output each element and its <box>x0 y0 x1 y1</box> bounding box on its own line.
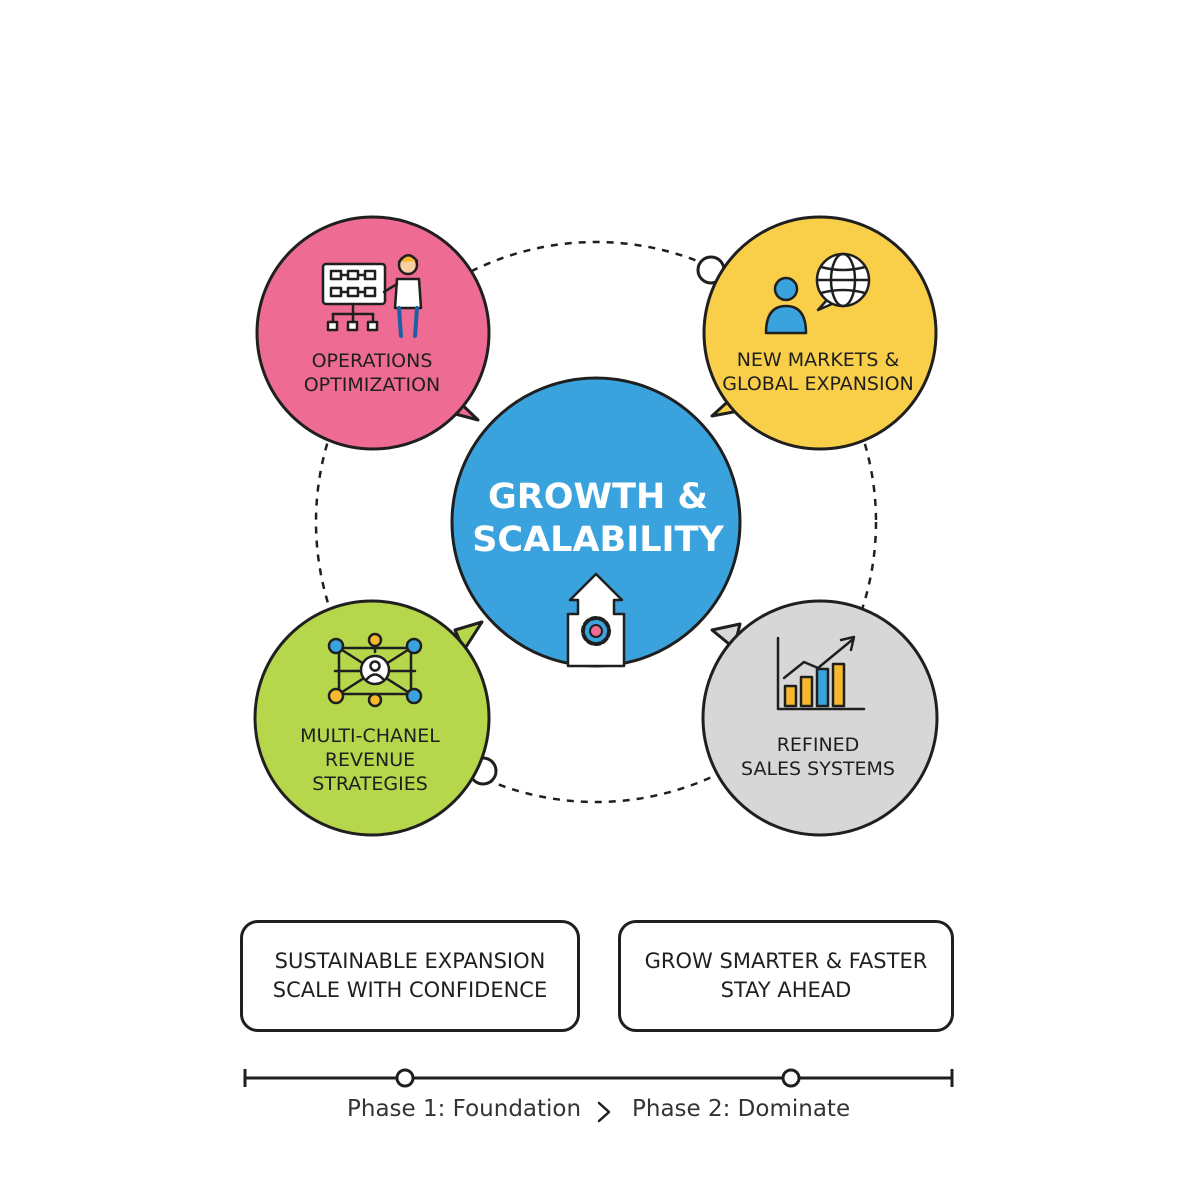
center-node: GROWTH & SCALABILITY <box>450 376 742 668</box>
node-operations: OPERATIONS OPTIMIZATION <box>255 215 491 451</box>
node-operations-line1: OPERATIONS <box>312 350 433 372</box>
box-sustainable-expansion: SUSTAINABLE EXPANSION SCALE WITH CONFIDE… <box>240 920 580 1032</box>
presenter-flowchart-icon <box>321 254 423 338</box>
box-grow-smarter: GROW SMARTER & FASTER STAY AHEAD <box>618 920 954 1032</box>
box-grow-line1: GROW SMARTER & FASTER <box>644 949 928 973</box>
node-operations-circle <box>255 215 491 451</box>
node-markets-circle <box>702 215 938 451</box>
bar-chart-growth-icon <box>776 635 866 711</box>
center-title-line2: SCALABILITY <box>472 520 724 560</box>
box-sustainable-line2: SCALE WITH CONFIDENCE <box>272 978 548 1002</box>
node-markets-line1: NEW MARKETS & <box>737 349 900 371</box>
box-sustainable-line1: SUSTAINABLE EXPANSION <box>274 949 546 973</box>
node-markets: NEW MARKETS & GLOBAL EXPANSION <box>702 215 938 451</box>
node-sales-circle <box>701 599 939 837</box>
node-operations-line2: OPTIMIZATION <box>304 374 441 396</box>
person-globe-icon <box>764 252 871 335</box>
node-revenue-line1: MULTI-CHANEL <box>300 725 440 747</box>
node-revenue-line3: STRATEGIES <box>312 773 428 795</box>
node-markets-line2: GLOBAL EXPANSION <box>722 373 914 395</box>
node-sales: REFINED SALES SYSTEMS <box>701 599 939 837</box>
dashed-ring <box>314 240 878 804</box>
phase1-label: Phase 1: Foundation <box>347 1096 582 1122</box>
node-revenue: MULTI-CHANEL REVENUE STRATEGIES <box>253 599 491 837</box>
box-grow-line2: STAY AHEAD <box>720 978 852 1002</box>
center-title-line1: GROWTH & <box>488 477 708 517</box>
phase2-label: Phase 2: Dominate <box>632 1096 851 1122</box>
arrow-up-gear-icon <box>566 572 626 668</box>
node-revenue-line2: REVENUE <box>325 749 415 771</box>
node-revenue-circle <box>253 599 491 837</box>
node-sales-line1: REFINED <box>777 734 860 756</box>
network-person-icon <box>327 632 423 708</box>
node-sales-line2: SALES SYSTEMS <box>741 758 895 780</box>
